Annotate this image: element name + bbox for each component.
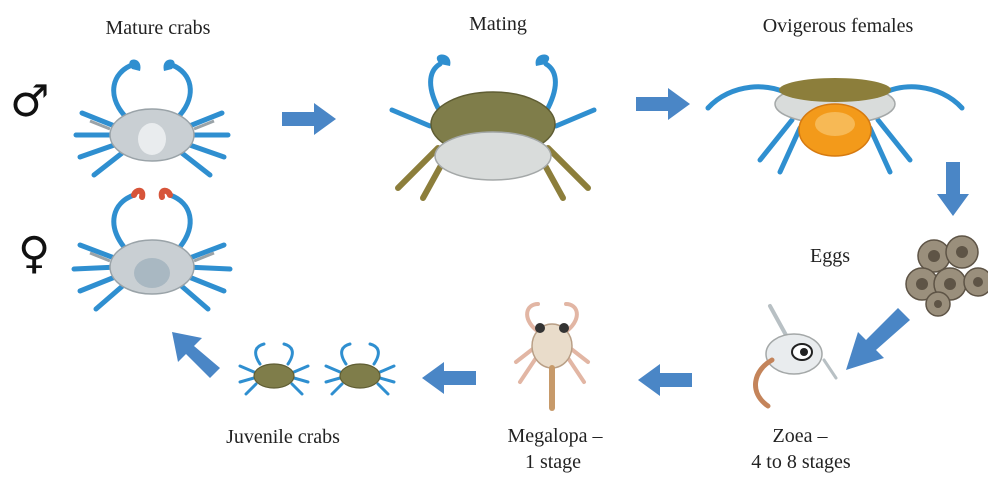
label-megalopa-line2: 1 stage bbox=[508, 450, 598, 474]
male-crab-illustration bbox=[62, 55, 242, 185]
female-crab-illustration bbox=[62, 185, 242, 320]
arrow-ovigerous-to-eggs bbox=[935, 162, 971, 218]
arrow-mature-to-mating bbox=[282, 101, 338, 137]
label-juvenile-crabs: Juvenile crabs bbox=[198, 425, 368, 449]
label-mature-crabs: Mature crabs bbox=[78, 16, 238, 40]
label-ovigerous-females: Ovigerous females bbox=[728, 14, 948, 38]
zoea-larva-icon bbox=[728, 300, 838, 412]
arrow-mating-to-ovigerous bbox=[636, 86, 692, 122]
juvenile-crab-1-illustration bbox=[236, 340, 312, 400]
mating-crabs-illustration bbox=[368, 48, 618, 208]
label-zoea-line1: Zoea – bbox=[745, 424, 855, 448]
female-symbol: ♀ bbox=[18, 232, 50, 276]
arrow-eggs-to-zoea bbox=[840, 308, 912, 376]
megalopa-larva-icon bbox=[508, 296, 596, 416]
label-megalopa-line1: Megalopa – bbox=[490, 424, 620, 448]
male-symbol: ♂ bbox=[10, 80, 49, 124]
label-zoea-line2: 4 to 8 stages bbox=[726, 450, 876, 474]
label-eggs: Eggs bbox=[795, 244, 865, 268]
arrow-megalopa-to-juvenile bbox=[420, 360, 476, 396]
egg-cluster-icon bbox=[904, 232, 988, 318]
ovigerous-female-illustration bbox=[700, 60, 970, 180]
label-mating: Mating bbox=[448, 12, 548, 36]
arrow-zoea-to-megalopa bbox=[636, 362, 692, 398]
juvenile-crab-2-illustration bbox=[322, 340, 398, 400]
arrow-juvenile-to-mature bbox=[168, 326, 222, 380]
